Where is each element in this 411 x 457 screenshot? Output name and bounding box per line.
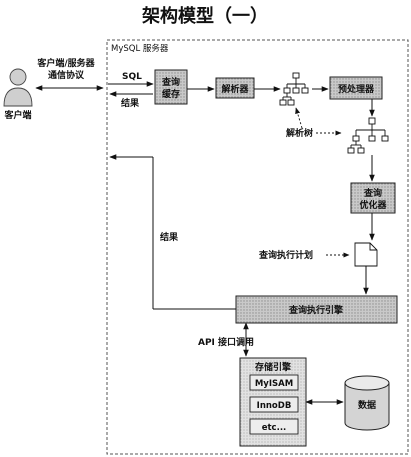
query-cache-label-line1: 查询	[161, 76, 180, 88]
storage-engines-title: 存储引擎	[255, 361, 291, 373]
query-cache-label-line2: 缓存	[162, 88, 180, 100]
protocol-label-line1: 客户端/服务器	[36, 57, 95, 69]
engine-etc-box	[249, 418, 299, 435]
mysql-server-boundary	[106, 39, 409, 455]
parser-box	[215, 77, 255, 99]
query-plan-document-fold	[369, 243, 377, 251]
execution-engine-box	[235, 295, 398, 324]
client-icon	[3, 68, 33, 107]
optimizer-label-line1: 查询	[363, 187, 382, 199]
client-label: 客户端	[3, 109, 31, 121]
execution-engine-label: 查询执行引擎	[288, 304, 343, 316]
server-label: MySQL 服务器	[111, 43, 169, 54]
result-back-label: 结果	[160, 231, 179, 243]
parse-tree-icon	[279, 72, 309, 106]
optimizer-box	[350, 182, 396, 214]
preprocessor-label: 预处理器	[338, 83, 375, 95]
parser-label: 解析器	[221, 83, 249, 95]
engine-myisam-box	[249, 374, 299, 391]
page-title: 架构模型（一）	[142, 5, 268, 27]
data-label: 数据	[358, 399, 376, 411]
engine-myisam-label: MyISAM	[255, 379, 293, 389]
parse-tree-pointer-left	[295, 107, 303, 129]
query-plan-label: 查询执行计划	[258, 249, 313, 261]
engine-innodb-label: InnoDB	[257, 401, 292, 411]
query-cache-box	[154, 69, 188, 105]
optimizer-label-line2: 优化器	[359, 199, 387, 211]
database-cylinder-icon	[344, 375, 390, 431]
engine-innodb-box	[249, 396, 299, 413]
query-plan-document-icon	[354, 242, 378, 267]
protocol-label-line2: 通信协议	[48, 69, 85, 81]
parse-tree-label: 解析树	[286, 127, 313, 139]
sql-label: SQL	[122, 72, 142, 82]
engine-etc-label: etc...	[262, 423, 287, 433]
preprocessor-box	[329, 76, 383, 100]
cache-result-label: 结果	[121, 97, 140, 109]
api-calls-label: API 接口调用	[198, 336, 254, 348]
parse-tree-icon-2	[347, 117, 389, 154]
